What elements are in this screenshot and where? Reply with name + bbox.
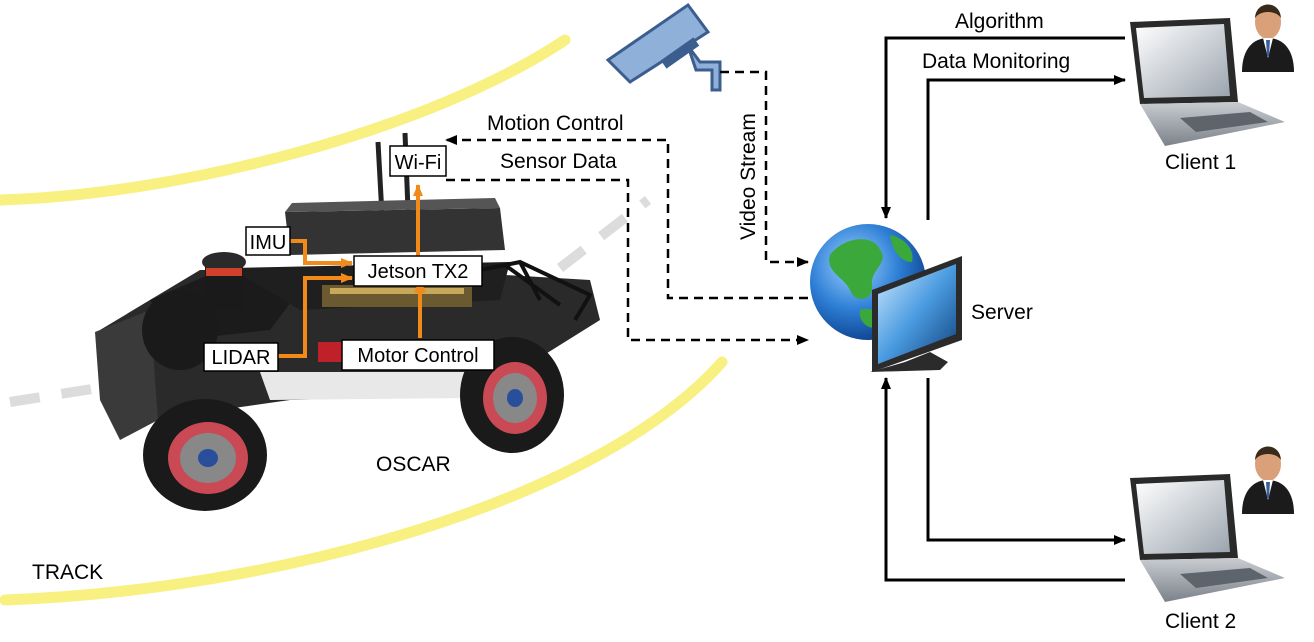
client1-label: Client 1 <box>1165 151 1236 174</box>
algorithm-label: Algorithm <box>955 10 1044 33</box>
lidar-to-jetson-arrow <box>278 273 353 358</box>
jetson-label: Jetson TX2 <box>368 261 469 283</box>
client2-algorithm-arrow <box>881 377 1125 582</box>
wifi-label: Wi-Fi <box>395 152 442 174</box>
client2-monitoring-arrow <box>926 378 1126 545</box>
client2-label: Client 2 <box>1165 610 1236 633</box>
laptop-icon <box>1130 474 1285 602</box>
dashed-flows <box>445 70 809 345</box>
monitor-icon <box>870 256 962 372</box>
internal-arrows <box>278 184 426 358</box>
video-stream-label: Video Stream <box>737 113 760 240</box>
wheel <box>143 399 267 511</box>
text-labels: TRACK OSCAR Server Client 1 Client 2 Alg… <box>32 10 1236 633</box>
component-motor-control: Motor Control <box>341 339 495 371</box>
sensor-data-arrow <box>446 178 809 345</box>
network-arrows <box>881 36 1126 582</box>
motor-control-label: Motor Control <box>357 345 478 367</box>
track-outer-line <box>0 34 571 206</box>
laptop-icon <box>1130 18 1285 146</box>
user-icon <box>1242 4 1294 72</box>
video-stream-arrow <box>720 70 809 267</box>
data-monitoring-arrow <box>926 75 1126 220</box>
component-lidar: LIDAR <box>203 342 279 372</box>
sensor-data-label: Sensor Data <box>500 150 617 173</box>
imu-label: IMU <box>250 232 287 254</box>
lidar-label: LIDAR <box>212 347 271 369</box>
track-label: TRACK <box>32 561 103 584</box>
track-inner-line <box>0 356 728 606</box>
wheel <box>142 290 218 370</box>
oscar-label: OSCAR <box>376 453 451 476</box>
server-label: Server <box>971 301 1033 324</box>
motion-control-arrow <box>445 135 808 300</box>
user-icon <box>1242 446 1294 514</box>
component-imu: IMU <box>245 226 291 256</box>
algorithm-arrow <box>881 36 1125 219</box>
component-wifi: Wi-Fi <box>389 145 447 177</box>
security-camera-icon <box>605 2 722 92</box>
motion-control-label: Motion Control <box>487 112 624 135</box>
imu-to-jetson-arrow <box>290 239 353 268</box>
rc-car-icon <box>95 132 600 511</box>
component-jetson: Jetson TX2 <box>353 255 483 287</box>
data-monitoring-label: Data Monitoring <box>922 50 1070 73</box>
